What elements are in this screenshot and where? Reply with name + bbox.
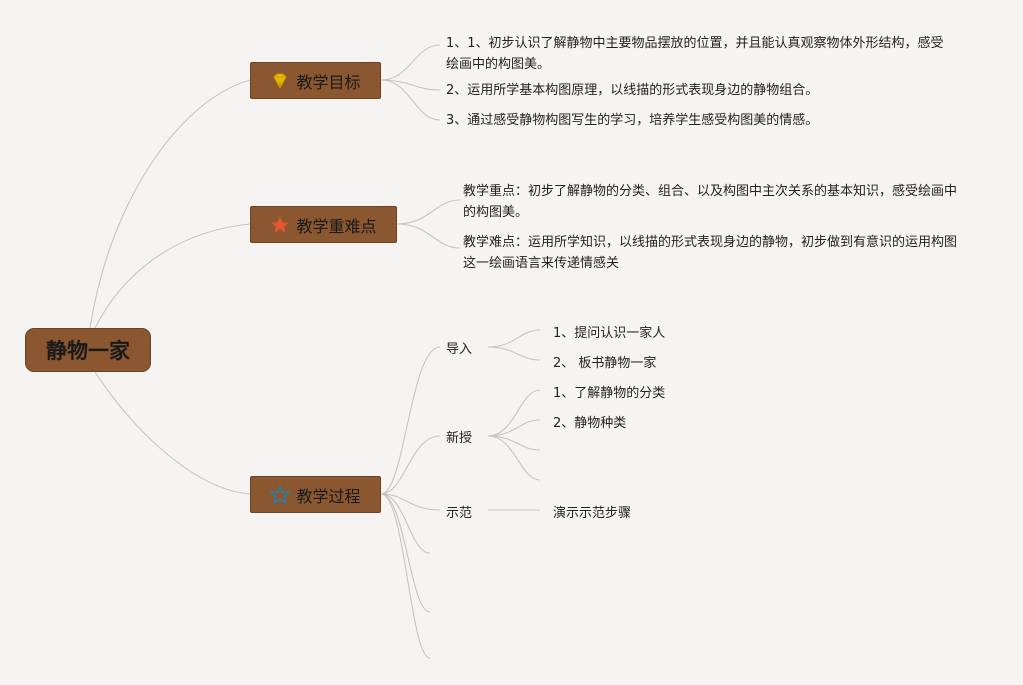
process-step-demo[interactable]: 示范 — [446, 506, 473, 521]
star-filled-icon — [270, 215, 290, 235]
branch-label-key-points: 教学重难点 — [296, 216, 377, 236]
root-node[interactable]: 静物一家 — [25, 328, 151, 372]
branch-label-goals: 教学目标 — [296, 72, 361, 92]
goal-item-1: 1、1、初步认识了解静物中主要物品摆放的位置，并且能认真观察物体外形结构，感受绘… — [446, 36, 944, 72]
goal-item-2: 2、运用所学基本构图原理，以线描的形式表现身边的静物组合。 — [446, 83, 819, 98]
branch-label-process: 教学过程 — [296, 486, 361, 506]
diamond-icon — [270, 71, 290, 91]
new-item-1: 1、了解静物的分类 — [553, 386, 666, 401]
goal-item-3: 3、通过感受静物构图写生的学习，培养学生感受构图美的情感。 — [446, 113, 819, 128]
key-point-item-1: 教学重点：初步了解静物的分类、组合、以及构图中主次关系的基本知识，感受绘画中的构… — [463, 184, 958, 220]
root-label: 静物一家 — [46, 339, 130, 363]
intro-item-2: 2、 板书静物一家 — [553, 356, 657, 371]
demo-item-1: 演示示范步骤 — [553, 506, 632, 521]
star-outline-icon — [270, 484, 291, 505]
key-point-item-2: 教学难点：运用所学知识，以线描的形式表现身边的静物，初步做到有意识的运用构图这一… — [463, 235, 958, 271]
branch-node-key-points[interactable]: 教学重难点 — [250, 206, 397, 243]
branch-node-process[interactable]: 教学过程 — [250, 476, 381, 513]
new-item-2: 2、静物种类 — [553, 416, 627, 431]
intro-item-1: 1、提问认识一家人 — [553, 326, 666, 341]
process-step-new[interactable]: 新授 — [446, 431, 473, 446]
process-step-intro[interactable]: 导入 — [446, 342, 473, 357]
branch-node-goals[interactable]: 教学目标 — [250, 62, 381, 99]
